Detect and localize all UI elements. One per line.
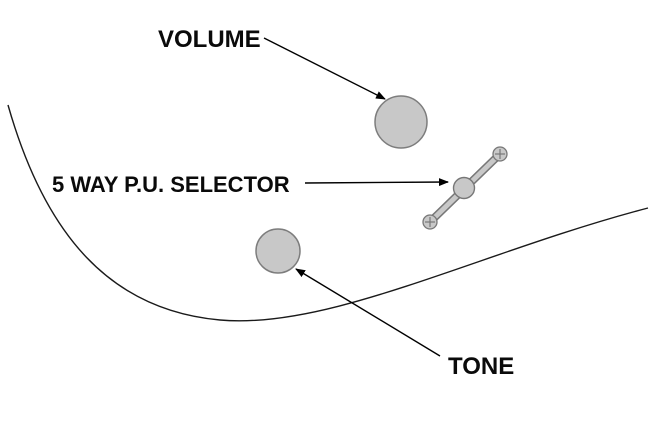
selector-arrow <box>304 178 449 187</box>
selector-label: 5 WAY P.U. SELECTOR <box>52 172 290 197</box>
guitar-body-edge-curve <box>7 104 649 322</box>
selector-screw-bottom-left-icon <box>422 214 438 230</box>
tone-arrow <box>295 268 441 357</box>
tone-knob <box>255 228 301 274</box>
tone-label: TONE <box>448 353 514 380</box>
volume-arrow <box>263 37 386 100</box>
pickup-selector-switch <box>422 146 508 230</box>
volume-knob <box>374 95 428 149</box>
selector-hub <box>452 176 476 200</box>
selector-screw-top-right-icon <box>492 146 508 162</box>
volume-label: VOLUME <box>158 26 261 53</box>
